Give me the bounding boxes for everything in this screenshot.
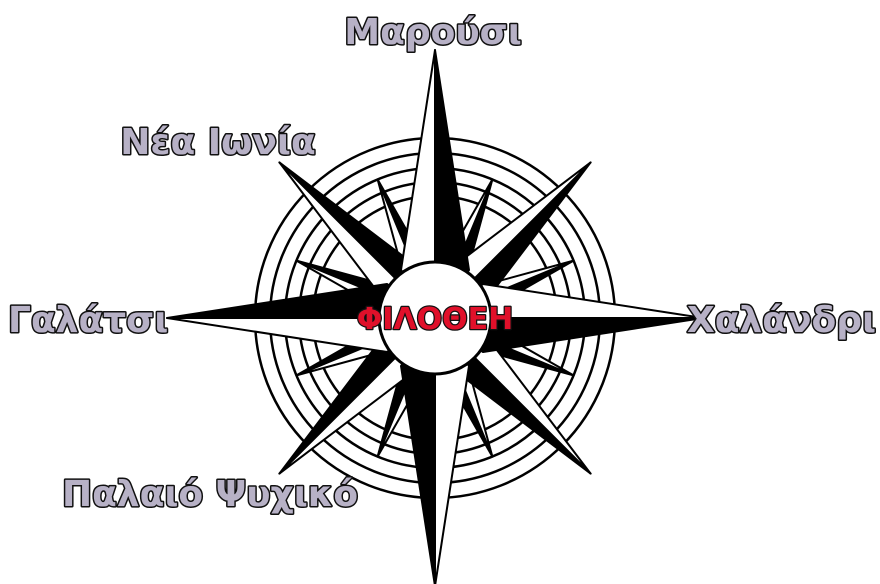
place-label-west: Γαλάτσι bbox=[8, 300, 168, 341]
place-label-north: Μαρούσι bbox=[344, 12, 521, 53]
place-label-northwest: Νέα Ιωνία bbox=[120, 122, 315, 163]
place-label-southwest: Παλαιό Ψυχικό bbox=[62, 474, 358, 515]
center-label: ΦΙΛΟΘΕΗ bbox=[357, 302, 514, 337]
place-label-east: Χαλάνδρι bbox=[687, 300, 876, 341]
